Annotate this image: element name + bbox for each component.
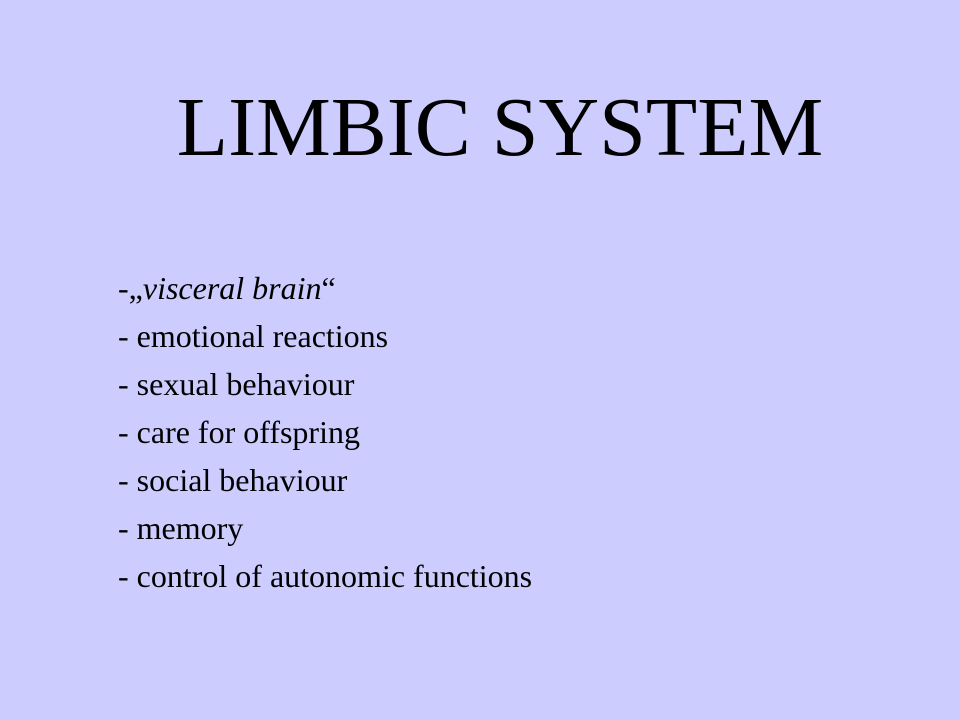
open-quote: „ — [128, 270, 143, 306]
visceral-brain-text: visceral brain — [142, 270, 322, 306]
bullet-item-care-for-offspring: - care for offspring — [118, 414, 360, 450]
bullet-item-control-of-autonomic-functions: - control of autonomic functions — [118, 558, 533, 594]
bullet-item-emotional-reactions: - emotional reactions — [118, 318, 389, 354]
bullet-item-social-behaviour: - social behaviour — [118, 462, 348, 498]
bullet-item-visceral-brain: -„visceral brain“ — [118, 264, 532, 312]
bullet-dash: - — [118, 270, 129, 306]
bullet-item-sexual-behaviour: - sexual behaviour — [118, 366, 355, 402]
close-quote: “ — [321, 270, 336, 306]
bullet-item-memory: - memory — [118, 510, 244, 546]
bullet-list: -„visceral brain“ - emotional reactions … — [118, 264, 532, 600]
slide-title: LIMBIC SYSTEM — [176, 81, 824, 174]
